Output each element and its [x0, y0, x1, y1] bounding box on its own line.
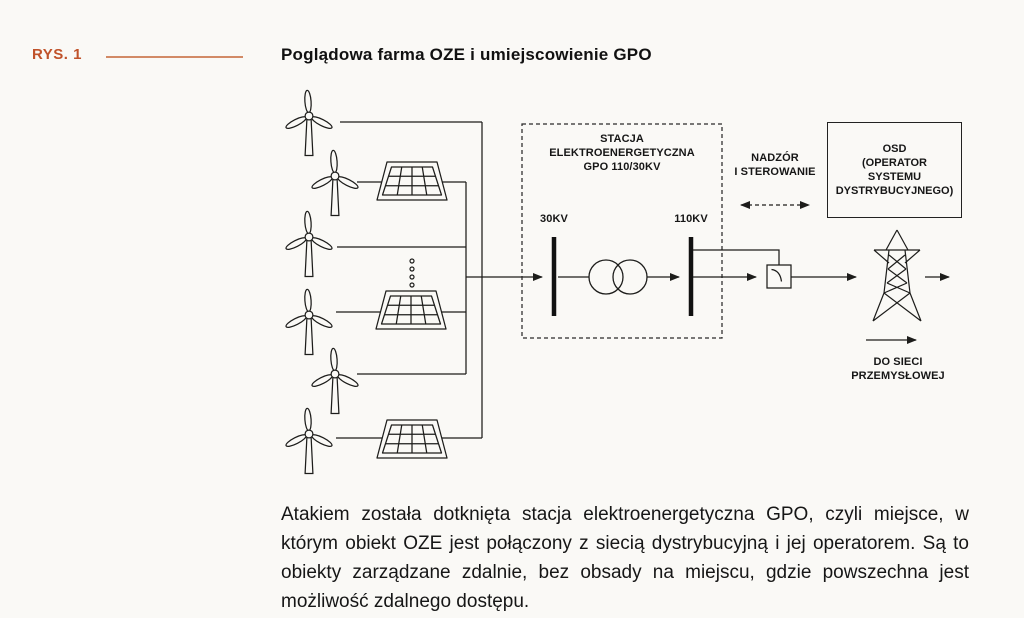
industrial-grid-label: DO SIECI PRZEMYSŁOWEJ — [838, 355, 958, 383]
busbar-30kv-label: 30KV — [540, 213, 568, 225]
wind-turbine-icon — [284, 407, 334, 475]
station-label-line1: STACJA — [600, 133, 644, 145]
caption-paragraph: Atakiem została dotknięta stacja elektro… — [281, 504, 969, 612]
outgoing-feeder-lines — [693, 249, 857, 289]
transformer-icon — [558, 259, 680, 295]
osd-line1: OSD — [882, 143, 907, 155]
osd-line2: (OPERATOR — [862, 157, 927, 169]
figure-title: Poglądowa farma OZE i umiejscowienie GPO — [281, 45, 652, 64]
solar-panel-icon — [375, 290, 447, 330]
wind-turbine-icon — [284, 210, 334, 278]
wind-turbine-icon — [284, 89, 334, 157]
station-label-line2: ELEKTROENERGETYCZNA — [549, 147, 695, 159]
osd-operator-box: OSD (OPERATOR SYSTEMU DYSTRYBUCYJNEGO) — [827, 122, 962, 218]
grid-dest-line1: DO SIECI — [873, 356, 923, 368]
supervision-line1: NADZÓR — [751, 152, 799, 164]
osd-line3: SYSTEMU — [867, 171, 922, 183]
collector-lines — [336, 121, 543, 439]
wind-turbine-icon — [310, 347, 360, 415]
supervision-line2: I STEROWANIE — [734, 166, 816, 178]
breaker-switch-curve — [771, 268, 783, 282]
solar-panel-icon — [376, 419, 448, 459]
solar-panel-icon — [376, 161, 448, 201]
vertical-ellipsis-dots-icon — [409, 258, 415, 288]
transmission-tower-icon — [872, 229, 922, 322]
supervision-label: NADZÓR I STEROWANIE — [717, 151, 833, 179]
station-label-line3: GPO 110/30KV — [583, 161, 661, 173]
gpo-station-dashed-box — [521, 123, 723, 339]
grid-dest-line2: PRZEMYSŁOWEJ — [851, 370, 945, 382]
gpo-station-label: STACJA ELEKTROENERGETYCZNA GPO 110/30KV — [522, 132, 722, 174]
wind-turbine-icon — [310, 149, 360, 217]
osd-line4: DYSTRYBUCYJNEGO) — [835, 185, 954, 197]
busbar-110kv-label: 110KV — [674, 213, 708, 225]
figure-rule-line — [106, 56, 243, 58]
wind-turbine-icon — [284, 288, 334, 356]
breaker-switch-box-icon — [766, 264, 792, 289]
figure-number-label: RYS. 1 — [32, 46, 82, 63]
